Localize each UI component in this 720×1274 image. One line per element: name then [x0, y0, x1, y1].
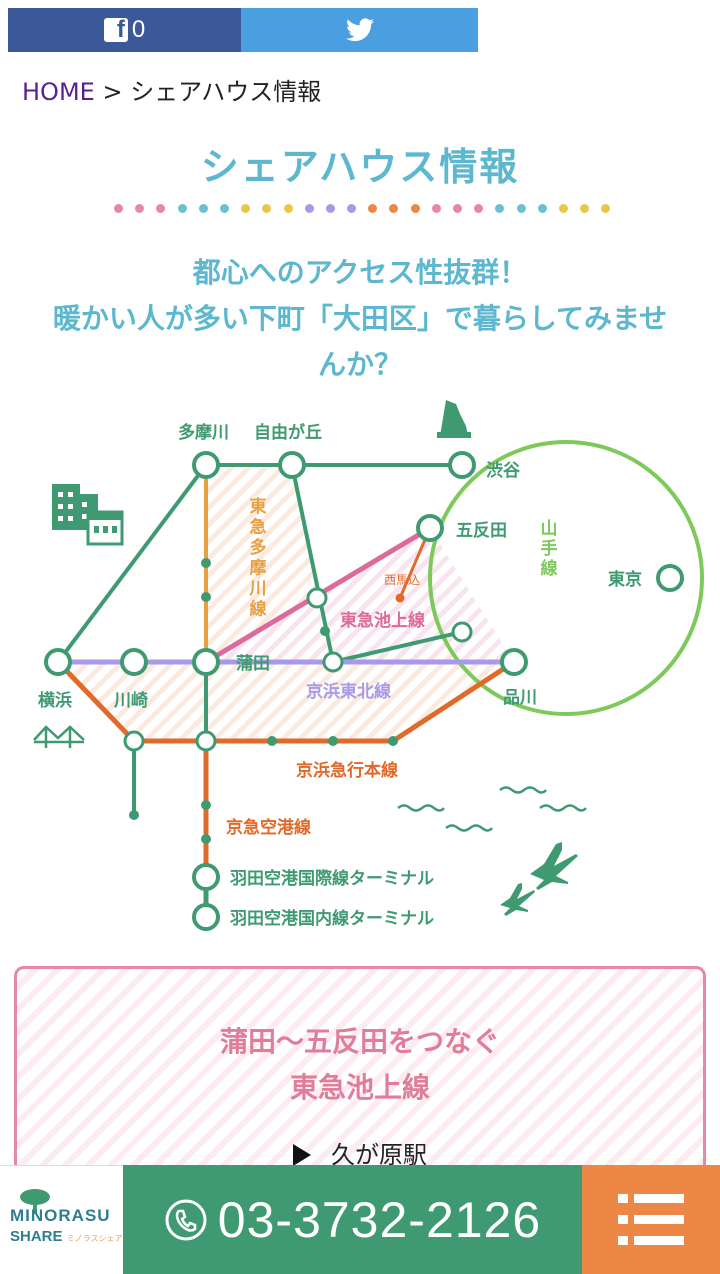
menu-button[interactable]: [582, 1165, 720, 1274]
vertical-line-label-char: 急: [250, 517, 267, 538]
decorative-dot: [156, 204, 166, 213]
station-haneda-intl: 羽田空港国際線ターミナル: [230, 868, 434, 889]
decorative-dot: [325, 204, 335, 213]
decorative-dot: [368, 204, 378, 213]
decorative-dot: [537, 204, 547, 213]
lead-line-3: んか？: [317, 348, 402, 381]
card-title-line-1: 蒲田〜五反田をつなぐ: [219, 1025, 500, 1058]
facebook-icon: f: [103, 16, 128, 43]
decorative-dot: [219, 204, 229, 213]
station-jiyugaoka: 自由が丘: [254, 422, 322, 443]
breadcrumb: HOME > シェアハウス情報: [22, 72, 321, 107]
decorative-dot: [453, 204, 462, 213]
label-keihin-tohoku: 京浜東北線: [306, 681, 391, 702]
station-kamata: 蒲田: [236, 654, 270, 674]
decorative-dot: [262, 204, 272, 213]
decorative-dot: [580, 204, 590, 213]
vertical-line-label-char: 線: [250, 599, 267, 620]
hachiko-statue-icon: [437, 400, 471, 438]
vertical-line-label-char: 東: [250, 496, 267, 517]
label-keikyu-main: 京浜急行本線: [296, 760, 398, 781]
facebook-share-count: 0: [131, 16, 146, 43]
decorative-dot: [135, 204, 145, 213]
station-shinagawa: 品川: [503, 688, 537, 708]
ikegami-area-shade: [206, 528, 514, 662]
buildings-icon: [52, 484, 124, 546]
vertical-line-label-char: 摩: [250, 558, 267, 579]
vertical-line-label-char: 山: [541, 519, 558, 539]
yamanote-line: [428, 440, 704, 716]
station-kawasaki: 川崎: [113, 690, 148, 711]
station-haneda-dom: 羽田空港国内線ターミナル: [230, 908, 434, 929]
route-map: 多摩川 自由が丘 渋谷 五反田 東京 蒲田 横浜 川崎 品川 羽田空港国際線ター…: [33, 400, 704, 931]
card-title: 蒲田〜五反田をつなぐ 東急池上線: [17, 1019, 703, 1111]
decorative-dot: [516, 204, 526, 213]
minorasu-logo[interactable]: MINORASU SHARE ミノラスシェア: [0, 1165, 123, 1274]
decorative-dot: [347, 204, 357, 213]
label-keikyu-airport: 京急空港線: [226, 817, 311, 838]
station-yokohama: 横浜: [38, 690, 72, 711]
lead-line-2: 暖かい人が多い下町「大田区」で暮らしてみませ: [52, 302, 668, 335]
breadcrumb-home-link[interactable]: HOME: [22, 78, 95, 106]
label-ikegami: 東急池上線: [340, 610, 425, 631]
play-triangle-icon: [293, 1144, 311, 1166]
page-title: シェアハウス情報: [200, 145, 520, 189]
sticky-footer: MINORASU SHARE ミノラスシェア 03-3732-2126: [0, 1165, 720, 1274]
vertical-line-label-char: 手: [541, 538, 558, 559]
keikyu-main-line: [56, 659, 516, 744]
logo-text-bottom: SHARE ミノラスシェア: [10, 1228, 123, 1245]
decorative-dot: [177, 204, 187, 213]
bay-bridge-icon: [33, 725, 85, 748]
keihin-area-shade: [58, 662, 514, 741]
tree-logo-icon: [20, 1189, 50, 1214]
decorative-dot: [410, 204, 420, 213]
sea-waves-icon: [397, 786, 587, 832]
twitter-share-button[interactable]: [241, 8, 478, 52]
line-tamagawa-yokohama: [56, 463, 208, 664]
decorative-dot: [198, 204, 208, 213]
decorative-dot: [241, 204, 251, 213]
decorative-dot: [389, 204, 399, 213]
vertical-line-label-char: 多: [250, 537, 267, 558]
station-gotanda: 五反田: [456, 521, 507, 541]
card-title-line-2: 東急池上線: [289, 1071, 430, 1104]
share-bar: f 0: [8, 8, 478, 52]
decorative-dot: [431, 204, 441, 213]
facebook-share-button[interactable]: f 0: [8, 8, 241, 52]
airplane-icon: [500, 842, 578, 916]
nishimagome-dot: [395, 593, 405, 603]
phone-number: 03-3732-2126: [217, 1191, 542, 1248]
decorative-dot: [283, 204, 293, 213]
decorative-dot: [474, 204, 484, 213]
logo-text-top: MINORASU: [10, 1206, 111, 1225]
breadcrumb-separator: >: [94, 78, 131, 106]
decorative-dot: [304, 204, 314, 213]
phone-icon: [165, 1199, 207, 1240]
phone-call-button[interactable]: 03-3732-2126: [123, 1165, 582, 1274]
station-tamagawa: 多摩川: [178, 422, 229, 443]
decorative-dot: [114, 204, 123, 213]
station-link-label: 久が原駅: [331, 1141, 427, 1169]
station-link-kugahara[interactable]: 久が原駅: [17, 1135, 703, 1170]
decorative-dots: [114, 204, 611, 213]
list-menu-icon: [618, 1193, 684, 1245]
station-nishimagome: 西馬込: [384, 573, 420, 587]
lead-line-1: 都心へのアクセス性抜群！: [192, 256, 528, 289]
decorative-dot: [558, 204, 568, 213]
label-yamanote: 山手線: [541, 519, 558, 579]
line-oimachi: [332, 630, 463, 664]
breadcrumb-current: シェアハウス情報: [130, 78, 322, 106]
decorative-dot: [495, 204, 505, 213]
twitter-bird-icon: [345, 18, 374, 42]
station-shibuya: 渋谷: [486, 460, 521, 481]
vertical-line-label-char: 線: [541, 558, 558, 579]
lead-text: 都心へのアクセス性抜群！ 暖かい人が多い下町「大田区」で暮らしてみませ んか？: [10, 250, 710, 388]
station-tokyo: 東京: [608, 569, 642, 590]
decorative-dot: [601, 204, 611, 213]
logo-text-small: ミノラスシェア: [66, 1234, 123, 1243]
vertical-line-label-char: 川: [249, 579, 267, 599]
